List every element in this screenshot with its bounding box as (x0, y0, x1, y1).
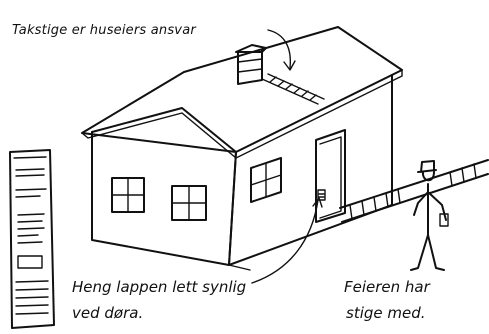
caption-right-line1: Feieren har (344, 278, 431, 296)
window-middle (172, 186, 206, 220)
window-right (251, 158, 281, 202)
caption-top: Takstige er huseiers ansvar (12, 23, 197, 38)
window-left (112, 178, 144, 212)
caption-top-arrowhead (284, 61, 295, 70)
caption-bottom-line2: ved døra. (72, 304, 143, 322)
notice-card (10, 150, 54, 328)
house-drawing (82, 27, 402, 270)
roof-ladder (262, 74, 324, 104)
caption-bottom-arrow (252, 200, 318, 283)
caption-top-arrow (268, 30, 290, 68)
chimney (236, 45, 266, 84)
caption-right-line2: stige med. (346, 304, 426, 322)
caption-bottom-line1: Heng lappen lett synlig (72, 278, 246, 296)
chimney-sweep-figure (411, 161, 448, 270)
